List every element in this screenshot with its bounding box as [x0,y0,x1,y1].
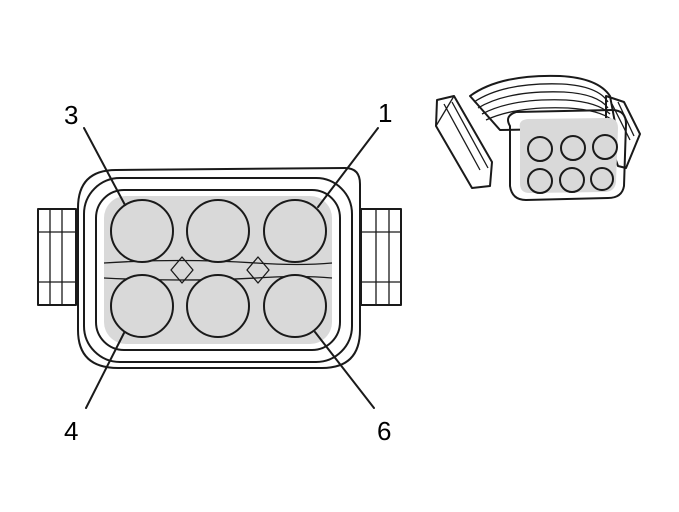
inset-left-latch [435,95,493,189]
leader-line-1 [317,127,379,208]
cavity-5 [186,274,250,338]
right-latch [360,208,402,306]
housing-rim [83,177,353,363]
inset-cavity-5 [559,167,585,193]
inset-cavity-6 [590,167,614,191]
cavity-1 [263,199,327,263]
inset-body-ribs [469,74,617,131]
housing-outline [77,167,361,369]
cavity-6 [263,274,327,338]
inset-cavity-1 [592,134,618,160]
leader-line-6 [314,331,375,409]
left-latch [37,208,77,306]
connector-face-view: 3 1 4 6 [37,98,402,446]
connector-isometric-inset [435,74,641,201]
inset-cavity-4 [527,168,553,194]
callout-4: 4 [64,416,78,446]
cavity-3 [110,199,174,263]
housing-inner-rim [95,189,341,351]
cavity-4 [110,274,174,338]
cavity-2 [186,199,250,263]
inset-cavity-2 [560,135,586,161]
callout-1: 1 [378,98,392,128]
inset-front-face [507,109,627,201]
leader-line-4 [85,332,125,409]
callout-6: 6 [377,416,391,446]
callout-3: 3 [64,100,78,130]
inset-cavity-3 [527,136,553,162]
leader-line-3 [83,127,126,206]
